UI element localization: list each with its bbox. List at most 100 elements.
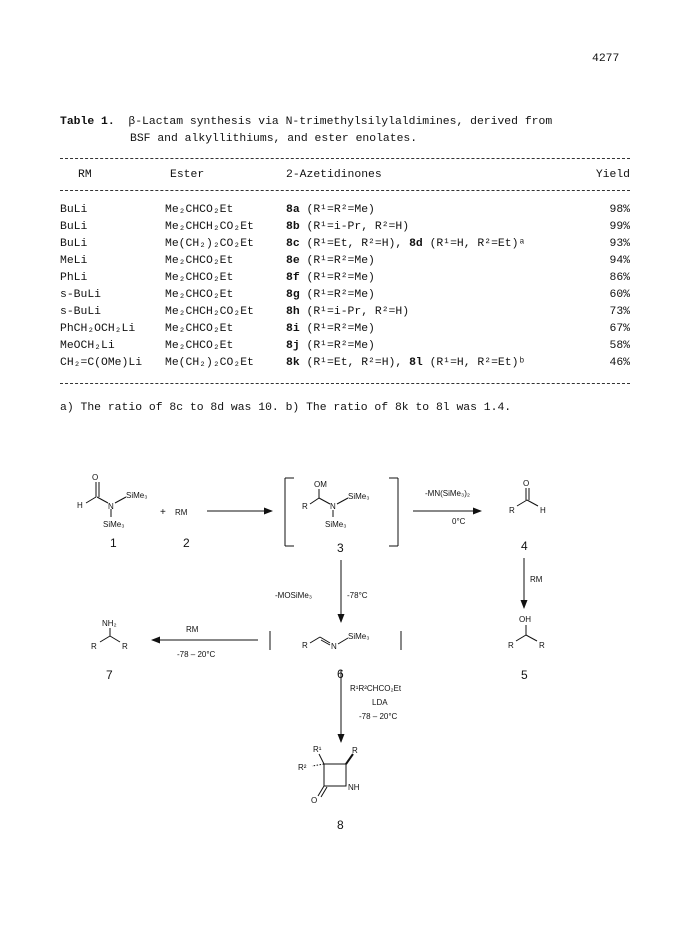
compound-id: 8a <box>286 204 300 216</box>
compound-substituents: (R¹=Et, R²=H), <box>306 357 403 369</box>
compound-8-structure <box>311 753 354 798</box>
compound-4-structure <box>516 488 539 507</box>
table-row: CH₂=C(OMe)Li Me(CH₂)₂CO₂Et 8k (R¹=Et, R²… <box>60 355 630 371</box>
atom-N: N <box>331 642 337 651</box>
caption-text-1: β-Lactam synthesis via N-trimethylsilyla… <box>128 116 553 128</box>
atom-R: R <box>509 506 515 515</box>
condition-temp: -78 – 20°C <box>177 650 216 659</box>
atom-R: R <box>302 641 308 650</box>
atom-R1: R¹ <box>313 745 322 754</box>
cell-ester: Me₂CHCO₂Et <box>165 204 234 216</box>
atom-R: R <box>539 641 545 650</box>
cell-product: 8h (R¹=i-Pr, R²=H) <box>286 304 409 320</box>
cell-rm: BuLi <box>60 204 88 216</box>
cell-ester: Me₂CHCO₂Et <box>165 255 234 267</box>
cell-yield: 93% <box>609 238 630 250</box>
atom-R2: R² <box>298 763 307 772</box>
cell-ester: Me₂CHCO₂Et <box>165 289 234 301</box>
atom-R: R <box>122 642 128 651</box>
cell-ester: Me(CH₂)₂CO₂Et <box>165 357 254 369</box>
condition-temp: 0°C <box>452 517 466 526</box>
compound-substituents-2: (R¹=H, R²=Et)ᵇ <box>429 357 526 369</box>
compound-id: 8g <box>286 289 300 301</box>
cell-ester: Me₂CHCH₂CO₂Et <box>165 306 254 318</box>
compound-label-4: 4 <box>521 539 528 553</box>
compound-7-structure <box>99 628 121 643</box>
compound-substituents: (R¹=R²=Me) <box>306 340 375 352</box>
cell-rm: CH₂=C(OMe)Li <box>60 357 143 369</box>
cell-rm: BuLi <box>60 221 88 233</box>
atom-N: N <box>108 502 114 511</box>
cell-rm: s-BuLi <box>60 306 102 318</box>
table-row: s-BuLi Me₂CHCO₂Et 8g (R¹=R²=Me) 60% <box>60 287 630 303</box>
cell-yield: 60% <box>609 289 630 301</box>
compound-id: 8b <box>286 221 300 233</box>
compound-substituents: (R¹=i-Pr, R²=H) <box>306 221 410 233</box>
page-number: 4277 <box>592 53 620 65</box>
table-row: MeOCH₂Li Me₂CHCO₂Et 8j (R¹=R²=Me) 58% <box>60 338 630 354</box>
cell-product: 8k (R¹=Et, R²=H), 8l (R¹=H, R²=Et)ᵇ <box>286 355 525 371</box>
compound-id: 8k <box>286 357 300 369</box>
compound-substituents: (R¹=R²=Me) <box>306 255 375 267</box>
cell-rm: MeOCH₂Li <box>60 340 115 352</box>
table-caption: Table 1. β-Lactam synthesis via N-trimet… <box>60 114 630 148</box>
compound-id: 8c <box>286 238 300 250</box>
compound-5-structure <box>515 625 538 642</box>
group-SiMe3: SiMe₃ <box>325 520 346 529</box>
cell-yield: 94% <box>609 255 630 267</box>
cell-yield: 67% <box>609 323 630 335</box>
atom-O: O <box>92 473 98 482</box>
group-SiMe3: SiMe₃ <box>126 491 147 500</box>
cell-yield: 58% <box>609 340 630 352</box>
reagent-RM: RM <box>175 508 188 517</box>
compound-id: 8j <box>286 340 300 352</box>
header-ester: Ester <box>170 169 205 181</box>
compound-label-7: 7 <box>106 668 113 682</box>
group-SiMe3: SiMe₃ <box>348 632 369 641</box>
atom-H: H <box>77 501 83 510</box>
group-NH: NH <box>348 783 360 792</box>
compound-id: 8e <box>286 255 300 267</box>
table-row: BuLi Me(CH₂)₂CO₂Et 8c (R¹=Et, R²=H), 8d … <box>60 236 630 252</box>
cell-product: 8i (R¹=R²=Me) <box>286 321 375 337</box>
atom-N: N <box>330 502 336 511</box>
cell-product: 8c (R¹=Et, R²=H), 8d (R¹=H, R²=Et)ᵃ <box>286 236 525 252</box>
compound-id: 8h <box>286 306 300 318</box>
condition-temp: -78°C <box>347 591 368 600</box>
cell-product: 8f (R¹=R²=Me) <box>286 270 375 286</box>
compound-label-2: 2 <box>183 536 190 550</box>
compound-substituents: (R¹=i-Pr, R²=H) <box>306 306 410 318</box>
compound-substituents: (R¹=R²=Me) <box>306 323 375 335</box>
condition-reagent: RM <box>530 575 543 584</box>
condition-reagent: -MN(SiMe₃)₂ <box>425 489 470 498</box>
table-row: BuLi Me₂CHCO₂Et 8a (R¹=R²=Me) 98% <box>60 202 630 218</box>
caption-line-1: Table 1. β-Lactam synthesis via N-trimet… <box>60 114 630 131</box>
cell-yield: 99% <box>609 221 630 233</box>
table-row: BuLi Me₂CHCH₂CO₂Et 8b (R¹=i-Pr, R²=H) 99… <box>60 219 630 235</box>
header-azetidinones: 2-Azetidinones <box>286 169 382 181</box>
atom-O: O <box>311 796 317 805</box>
compound-id: 8f <box>286 272 300 284</box>
reaction-scheme: O H N SiMe₃ SiMe₃ 1 + RM 2 OM R N SiMe₃ … <box>77 473 546 832</box>
table-row: s-BuLi Me₂CHCH₂CO₂Et 8h (R¹=i-Pr, R²=H) … <box>60 304 630 320</box>
table-rule-mid <box>60 190 630 191</box>
table-row: PhCH₂OCH₂Li Me₂CHCO₂Et 8i (R¹=R²=Me) 67% <box>60 321 630 337</box>
cell-rm: PhCH₂OCH₂Li <box>60 323 136 335</box>
condition-reagent: RM <box>186 625 199 634</box>
atom-R: R <box>302 502 308 511</box>
table-row: MeLi Me₂CHCO₂Et 8e (R¹=R²=Me) 94% <box>60 253 630 269</box>
header-yield: Yield <box>595 169 630 181</box>
group-SiMe3: SiMe₃ <box>348 492 369 501</box>
group-NH2: NH₂ <box>102 619 117 628</box>
atom-R: R <box>91 642 97 651</box>
cell-yield: 98% <box>609 204 630 216</box>
compound-substituents-2: (R¹=H, R²=Et)ᵃ <box>429 238 526 250</box>
atom-R: R <box>508 641 514 650</box>
cell-yield: 73% <box>609 306 630 318</box>
cell-rm: BuLi <box>60 238 88 250</box>
cell-rm: MeLi <box>60 255 88 267</box>
atom-H: H <box>540 506 546 515</box>
compound-label-3: 3 <box>337 541 344 555</box>
table-footnotes: a) The ratio of 8c to 8d was 10. b) The … <box>60 402 512 414</box>
compound-id: 8i <box>286 323 300 335</box>
